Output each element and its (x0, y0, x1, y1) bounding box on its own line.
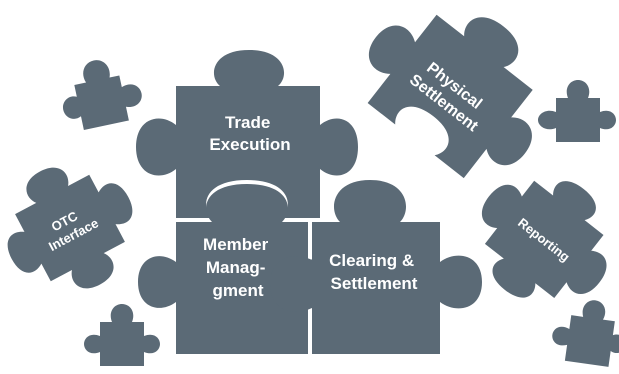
puzzle-piece-clearing-settlement: Clearing & Settlement (270, 180, 482, 354)
decorative-piece-top-left (62, 60, 142, 131)
trade-execution-line-2: Execution (209, 135, 290, 154)
svg-text:Trade Execution: Trade Execution (209, 113, 290, 154)
clearing-settlement-line-2: Settlement (331, 274, 418, 293)
member-management-line-3: gment (213, 281, 264, 300)
trade-execution-line-1: Trade (225, 113, 270, 132)
svg-text:Clearing & Settlement: Clearing & Settlement (329, 251, 419, 293)
puzzle-piece-trade-execution: Trade Execution (136, 50, 358, 218)
svg-text:Member Manag- gmen: Member Manag- gment (203, 235, 273, 300)
puzzle-piece-otc-interface: OTC Interface (7, 167, 133, 289)
member-management-line-2: Manag- (206, 258, 266, 277)
puzzle-piece-reporting: Reporting (481, 180, 607, 298)
puzzle-piece-physical-settlement: Physical Settlement (367, 14, 533, 179)
clearing-settlement-line-1: Clearing & (329, 251, 414, 270)
member-management-line-1: Member (203, 235, 269, 254)
decorative-piece-top-right (538, 80, 616, 142)
decorative-piece-bottom-left (84, 304, 160, 366)
decorative-piece-bottom-right (552, 300, 619, 367)
